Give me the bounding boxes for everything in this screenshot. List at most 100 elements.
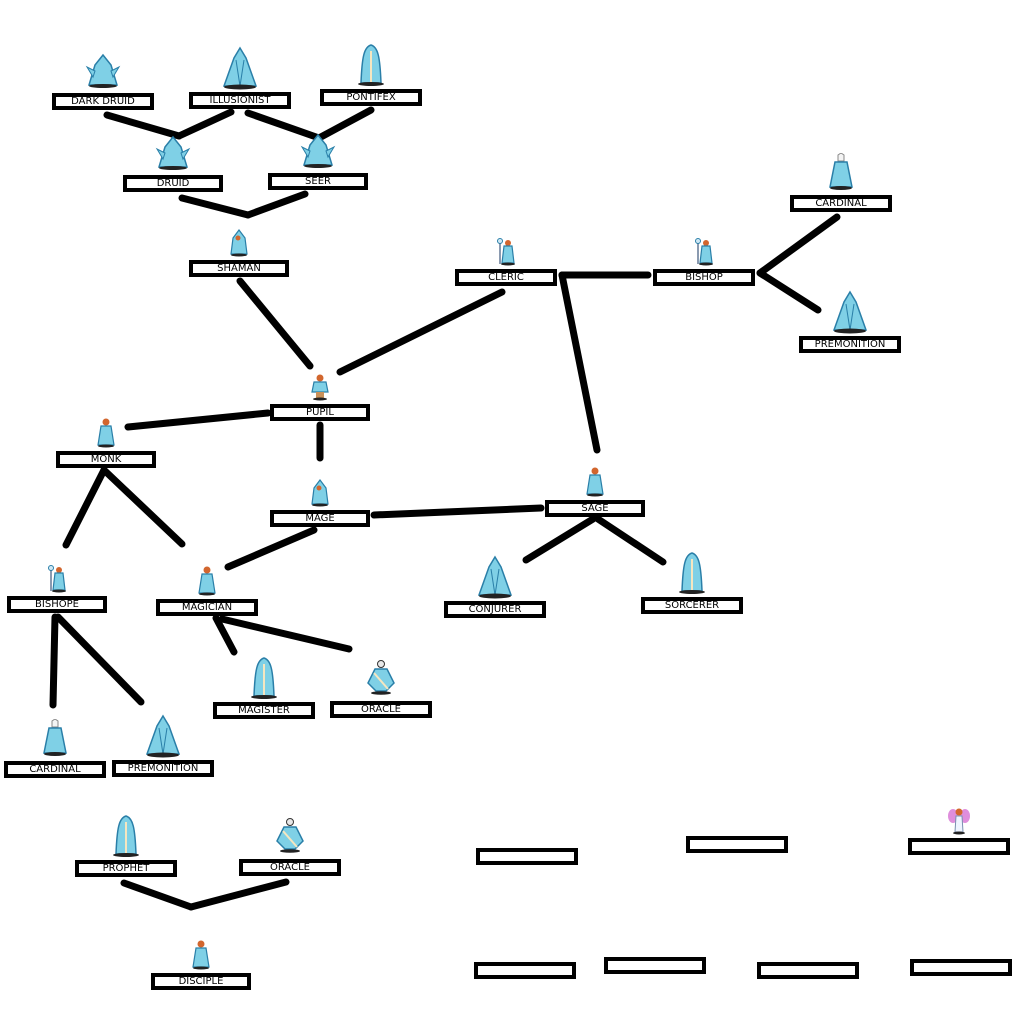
node-label: MONK bbox=[90, 454, 122, 465]
connector-oracle-bottom-to-disciple bbox=[187, 878, 290, 911]
staff-figure-icon bbox=[692, 237, 716, 271]
node-seer: SEER bbox=[268, 173, 368, 190]
node-label: CARDINAL bbox=[815, 198, 867, 209]
mitre-robe-icon bbox=[826, 152, 856, 197]
node-label: PROPHET bbox=[102, 863, 150, 874]
connector-pupil-to-monk bbox=[124, 409, 272, 431]
node-disciple: DISCIPLE bbox=[151, 973, 251, 990]
hooded-robe-icon bbox=[298, 131, 338, 175]
node-prophet: PROPHET bbox=[75, 860, 177, 877]
node-premonition-top: PREMONITION bbox=[799, 336, 901, 353]
connector-shaman-to-pupil bbox=[236, 277, 314, 370]
hooded-cloak-icon bbox=[143, 714, 183, 762]
connector-mage-to-sage bbox=[370, 504, 545, 519]
robed-figure-icon bbox=[94, 417, 118, 453]
connector-mage-to-magician bbox=[224, 526, 318, 571]
connector-dark-druid-to-druid bbox=[103, 111, 183, 140]
hooded-cloak-icon bbox=[220, 46, 260, 94]
connector-monk-to-bishope bbox=[62, 466, 108, 549]
node-illusionist: ILLUSIONIST bbox=[189, 92, 291, 109]
connector-magician-to-magister bbox=[212, 614, 238, 656]
staff-robe-icon bbox=[273, 817, 307, 861]
connector-cleric-to-sage bbox=[558, 271, 601, 454]
hooded-robe-icon bbox=[153, 133, 193, 177]
pink-figure-icon bbox=[946, 806, 972, 840]
node-mage: MAGE bbox=[270, 510, 370, 527]
node-label: MAGISTER bbox=[238, 705, 290, 716]
node-label: PUPIL bbox=[306, 407, 334, 418]
connector-magician-to-oracle-mid bbox=[218, 615, 353, 653]
tall-robe-icon bbox=[247, 656, 281, 704]
connector-cleric-to-pupil bbox=[336, 288, 506, 376]
node-label: MAGICIAN bbox=[181, 602, 233, 613]
node-label: SEER bbox=[305, 176, 331, 187]
node-label: SAGE bbox=[581, 503, 609, 514]
node-bishop: BISHOP bbox=[653, 269, 755, 286]
node-label: PREMONITION bbox=[814, 339, 886, 350]
node-pontifex: PONTIFEX bbox=[320, 89, 422, 106]
node-label: CLERIC bbox=[488, 272, 524, 283]
connector-illusionist-to-seer bbox=[244, 109, 323, 142]
mitre-robe-icon bbox=[40, 718, 70, 763]
node-label: MAGE bbox=[305, 513, 335, 524]
hooded-cloak-icon bbox=[830, 290, 870, 338]
node-cardinal-bottom: CARDINAL bbox=[4, 761, 106, 778]
node-shaman: SHAMAN bbox=[189, 260, 289, 277]
staff-figure-icon bbox=[45, 564, 69, 598]
node-label: CARDINAL bbox=[29, 764, 81, 775]
staff-robe-icon bbox=[364, 659, 398, 703]
node-cleric: CLERIC bbox=[455, 269, 557, 286]
connector-prophet-to-disciple bbox=[120, 879, 195, 911]
node-label: CONJURER bbox=[468, 604, 522, 615]
connector-sage-to-conjurer bbox=[522, 515, 597, 564]
node-pupil: PUPIL bbox=[270, 404, 370, 421]
node-blank-3 bbox=[908, 838, 1010, 855]
robed-figure-icon bbox=[189, 939, 213, 975]
connector-monk-to-magician bbox=[100, 466, 186, 548]
node-sage: SAGE bbox=[545, 500, 645, 517]
node-magister: MAGISTER bbox=[213, 702, 315, 719]
connector-bishope-to-premonition-bottom bbox=[54, 613, 145, 706]
node-label: DARK DRUID bbox=[71, 96, 135, 107]
node-cardinal-top: CARDINAL bbox=[790, 195, 892, 212]
connector-bishop-to-cardinal-top bbox=[756, 213, 841, 277]
connector-pontifex-to-seer bbox=[315, 106, 375, 142]
hooded-figure-icon bbox=[227, 228, 251, 262]
hooded-figure-icon bbox=[308, 478, 332, 512]
node-label: ORACLE bbox=[361, 704, 401, 715]
tall-robe-icon bbox=[675, 551, 709, 599]
node-label: PREMONITION bbox=[127, 763, 199, 774]
node-premonition-bottom: PREMONITION bbox=[112, 760, 214, 777]
connector-druid-to-shaman bbox=[178, 194, 252, 219]
node-label: SHAMAN bbox=[217, 263, 261, 274]
node-oracle-bottom: ORACLE bbox=[239, 859, 341, 876]
node-label: BISHOP bbox=[685, 272, 723, 283]
node-label: DRUID bbox=[156, 178, 190, 189]
node-blank-2 bbox=[686, 836, 788, 853]
node-blank-4 bbox=[474, 962, 576, 979]
node-oracle-mid: ORACLE bbox=[330, 701, 432, 718]
node-label: SORCERER bbox=[664, 600, 720, 611]
node-blank-1 bbox=[476, 848, 578, 865]
robed-figure-icon bbox=[195, 565, 219, 601]
connector-bishop-to-premonition-top bbox=[756, 269, 822, 314]
young-mage-icon bbox=[308, 372, 332, 406]
robed-figure-icon bbox=[583, 466, 607, 502]
node-magician: MAGICIAN bbox=[156, 599, 258, 616]
staff-figure-icon bbox=[494, 237, 518, 271]
node-dark-druid: DARK DRUID bbox=[52, 93, 154, 110]
connector-bishope-to-cardinal-bottom bbox=[49, 613, 59, 709]
node-blank-6 bbox=[757, 962, 859, 979]
node-label: ORACLE bbox=[270, 862, 310, 873]
connector-sage-to-sorcerer bbox=[594, 515, 667, 566]
node-label: ILLUSIONIST bbox=[209, 95, 271, 106]
node-label: BISHOPE bbox=[35, 599, 79, 610]
connector-illusionist-to-druid bbox=[175, 108, 235, 140]
node-druid: DRUID bbox=[123, 175, 223, 192]
connector-seer-to-shaman bbox=[244, 190, 309, 219]
node-blank-7 bbox=[910, 959, 1012, 976]
hooded-cloak-icon bbox=[475, 555, 515, 603]
node-monk: MONK bbox=[56, 451, 156, 468]
